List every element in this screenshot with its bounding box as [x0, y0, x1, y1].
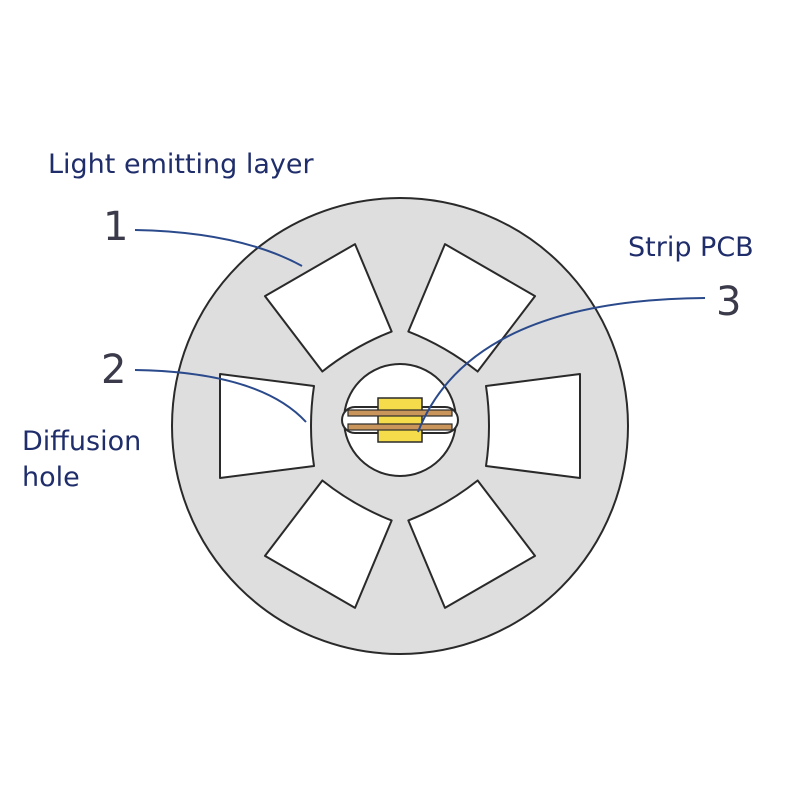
pcb-bottom-strip — [347, 423, 453, 431]
led-chip — [377, 397, 423, 443]
diffusion-hole — [485, 373, 581, 479]
diffusion-hole — [219, 373, 315, 479]
label-number-2: 2 — [101, 347, 127, 393]
label-number-1: 1 — [103, 204, 129, 250]
label-number-3: 3 — [716, 279, 742, 325]
leader-line-1 — [134, 229, 303, 267]
light-emitting-layer-label: Light emitting layer — [48, 149, 314, 180]
strip-pcb-label: Strip PCB — [628, 232, 754, 263]
leader-line-3 — [417, 297, 706, 433]
pcb-top-strip — [347, 409, 453, 417]
diffusion-hole-label: Diffusion hole — [22, 426, 142, 493]
leader-line-2 — [134, 369, 307, 423]
